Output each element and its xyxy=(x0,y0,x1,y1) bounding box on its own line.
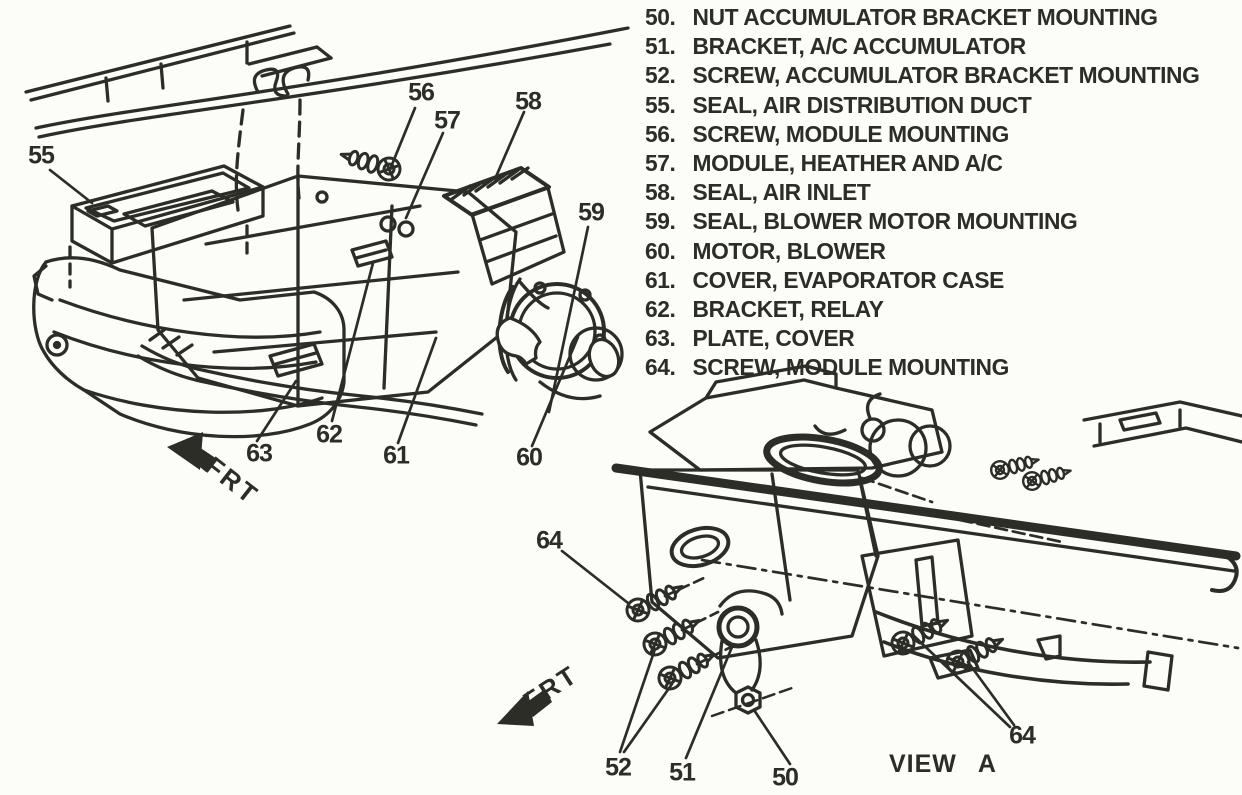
legend-item: 57. MODULE, HEATHER AND A/C xyxy=(645,149,1224,178)
legend-item-label: COVER, EVAPORATOR CASE xyxy=(692,266,1005,293)
legend-item: 52. SCREW, ACCUMULATOR BRACKET MOUNTING xyxy=(645,61,1224,90)
frt-arrow-icon xyxy=(167,432,217,472)
legend-item-number: 55. xyxy=(645,91,676,118)
legend-item-label: SCREW, MODULE MOUNTING xyxy=(692,120,1010,147)
legend-item: 59. SEAL, BLOWER MOTOR MOUNTING xyxy=(645,207,1224,236)
legend-item-label: SCREW, ACCUMULATOR BRACKET MOUNTING xyxy=(692,62,1200,89)
callout-51: 51 xyxy=(669,758,696,787)
callout-64-right: 64 xyxy=(1009,721,1036,750)
callout-56: 56 xyxy=(408,78,435,107)
parts-legend: 50. NUT ACCUMULATOR BRACKET MOUNTING 51. B… xyxy=(645,3,1230,383)
legend-item-label: NUT ACCUMULATOR BRACKET MOUNTING xyxy=(692,4,1158,30)
legend-item-label: SCREW, MODULE MOUNTING xyxy=(692,354,1010,381)
callout-52: 52 xyxy=(605,753,632,782)
bottom-view-drawing xyxy=(611,364,1242,718)
legend-item-label: BRACKET, A/C ACCUMULATOR xyxy=(692,33,1027,60)
legend-item-label: BRACKET, RELAY xyxy=(692,296,884,323)
legend-item-label: MODULE, HEATHER AND A/C xyxy=(692,150,1003,177)
legend-item: 64. SCREW, MODULE MOUNTING xyxy=(645,353,1224,382)
legend-item-number: 60. xyxy=(645,237,676,264)
legend-item: 56. SCREW, MODULE MOUNTING xyxy=(645,120,1224,149)
legend-item-number: 63. xyxy=(645,325,676,352)
legend-item: 51. BRACKET, A/C ACCUMULATOR xyxy=(645,32,1224,61)
legend-item: 60. MOTOR, BLOWER xyxy=(645,237,1224,266)
callout-58: 58 xyxy=(515,87,542,116)
legend-item-label: SEAL, AIR INLET xyxy=(692,179,871,206)
legend-item-number: 57. xyxy=(645,150,676,177)
legend-item-number: 56. xyxy=(645,120,676,147)
legend-item-number: 59. xyxy=(645,208,676,235)
legend-item-label: SEAL, AIR DISTRIBUTION DUCT xyxy=(692,91,1032,118)
legend-item: 63. PLATE, COVER xyxy=(645,324,1224,353)
legend-item-label: SEAL, BLOWER MOTOR MOUNTING xyxy=(692,208,1078,235)
legend-item-number: 62. xyxy=(645,296,676,323)
left-view-leader-lines xyxy=(48,106,590,448)
callout-60: 60 xyxy=(516,443,543,472)
legend-item: 58. SEAL, AIR INLET xyxy=(645,178,1224,207)
legend-item: 50. NUT ACCUMULATOR BRACKET MOUNTING xyxy=(645,3,1224,32)
legend-item: 61. COVER, EVAPORATOR CASE xyxy=(645,266,1224,295)
legend-item-label: PLATE, COVER xyxy=(692,325,855,352)
legend-item-number: 51. xyxy=(645,33,676,60)
legend-item: 55. SEAL, AIR DISTRIBUTION DUCT xyxy=(645,91,1224,120)
legend-item-number: 61. xyxy=(645,266,676,293)
legend-item-number: 50. xyxy=(645,4,676,30)
callout-62: 62 xyxy=(316,420,343,449)
legend-item-label: MOTOR, BLOWER xyxy=(692,237,886,264)
bottom-view-leader-lines xyxy=(560,549,1016,766)
callout-50: 50 xyxy=(772,763,799,792)
frt-arrow-icon xyxy=(497,689,552,726)
legend-item-number: 58. xyxy=(645,179,676,206)
callout-63: 63 xyxy=(246,439,273,468)
view-a-caption: VIEW A xyxy=(889,750,997,778)
legend-item-number: 64. xyxy=(645,354,676,381)
legend-item: 62. BRACKET, RELAY xyxy=(645,295,1224,324)
callout-64-left: 64 xyxy=(536,526,563,555)
legend-item-number: 52. xyxy=(645,62,676,89)
callout-61: 61 xyxy=(383,441,410,470)
callout-59: 59 xyxy=(578,198,605,227)
callout-55: 55 xyxy=(28,141,55,170)
callout-57: 57 xyxy=(434,106,461,135)
